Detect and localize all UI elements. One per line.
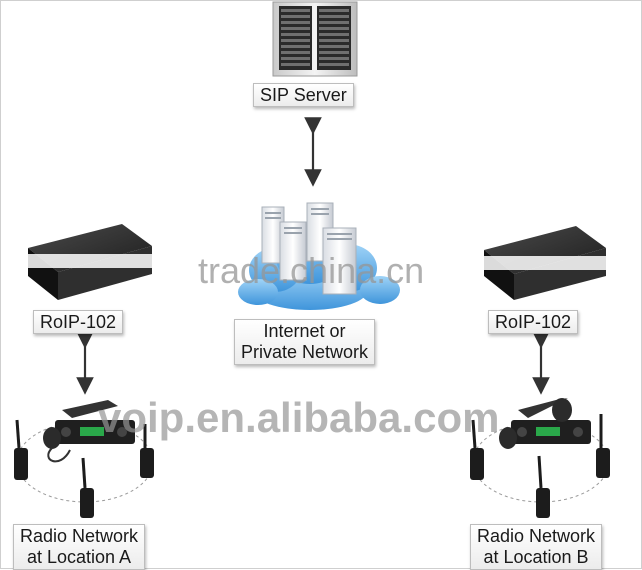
- roip-a-label: RoIP-102: [33, 310, 124, 334]
- radio-a-label-line-1: Radio Network: [20, 526, 139, 546]
- network-label-line-2: Private Network: [241, 342, 369, 362]
- radio-network-a-icon: [14, 400, 154, 518]
- radio-network-b-icon: [470, 398, 610, 518]
- network-label: Internet or Private Network: [234, 319, 376, 365]
- roip-b-label: RoIP-102: [488, 310, 579, 334]
- radio-b-label-line-2: at Location B: [483, 547, 589, 567]
- radio-a-label-line-2: at Location A: [26, 547, 132, 567]
- radio-b-label-line-1: Radio Network: [477, 526, 596, 546]
- roip-device-b-icon: [482, 226, 610, 300]
- sip-server-label: SIP Server: [253, 83, 354, 107]
- sip-server-icon: [272, 1, 358, 77]
- network-cloud-icon: [238, 202, 400, 310]
- radio-b-label: Radio Network at Location B: [470, 524, 603, 570]
- network-label-line-1: Internet or: [263, 321, 346, 341]
- radio-a-label: Radio Network at Location A: [13, 524, 146, 570]
- roip-device-a-icon: [26, 224, 154, 300]
